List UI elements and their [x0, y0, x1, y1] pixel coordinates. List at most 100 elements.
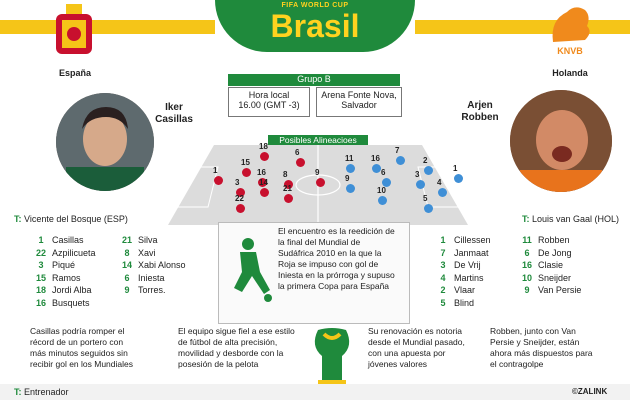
player-number: 9 [315, 168, 320, 177]
squad-name: Silva [138, 235, 158, 245]
squad-name: Van Persie [538, 285, 582, 295]
spain-player-marker [260, 188, 269, 197]
banner-subtitle: FIFA WORLD CUP [281, 2, 349, 9]
text-line: de fútbol de alta precisión, [178, 337, 278, 347]
spain-player-marker [284, 194, 293, 203]
knvb-badge: KNVB [557, 46, 583, 56]
banner-title: Brasil [270, 8, 360, 44]
squad-number: 18 [35, 285, 46, 295]
squad-row: 4 Martins [432, 272, 491, 285]
banner-stripe-left [0, 20, 215, 34]
casillas-first: Iker [165, 102, 183, 113]
holland-player-marker [416, 180, 425, 189]
coach-right: T: Louis van Gaal (HOL) [522, 214, 619, 224]
squad-number: 9 [124, 285, 130, 295]
player-number: 6 [295, 148, 300, 157]
text-line: la primera Copa para España [278, 281, 390, 291]
holland-player-marker [346, 164, 355, 173]
squad-name: Robben [538, 235, 570, 245]
player-number: 10 [377, 186, 386, 195]
robben-portrait-icon [510, 90, 612, 192]
player-number: 2 [423, 156, 428, 165]
squad-row: 6 De Jong [516, 247, 581, 260]
player-number: 16 [257, 168, 266, 177]
text-line: jóvenes valores [368, 359, 428, 369]
coach-left: T: Vicente del Bosque (ESP) [14, 214, 128, 224]
squad-number: 4 [440, 272, 446, 283]
player-number: 5 [423, 194, 428, 203]
team-left-name: España [58, 68, 91, 78]
coach-right-name: Louis van Gaal (HOL) [532, 214, 620, 224]
squad-number: 9 [524, 285, 530, 295]
squad-number: 3 [38, 260, 44, 270]
squad-number: 16 [35, 297, 46, 308]
text-line: Persie y Sneijder, están [490, 337, 580, 347]
squad-number: 21 [121, 235, 132, 245]
squad-name: Janmaat [454, 247, 489, 258]
squad-name: Jordi Alba [52, 285, 92, 295]
squad-number: 10 [521, 272, 532, 283]
squad-number: 6 [524, 247, 530, 258]
squad-name: Martins [454, 272, 484, 283]
venue-box: Arena Fonte Nova, Salvador [316, 87, 402, 117]
squad-name: De Jong [538, 247, 572, 258]
squad-name: Clasie [538, 260, 564, 270]
footer-legend: T: Entrenador [14, 387, 69, 397]
squad-row: 10 Sneijder [516, 272, 581, 285]
casillas-last: Casillas [155, 114, 193, 125]
player-number: 22 [235, 194, 244, 203]
squad-name: Blind [454, 297, 475, 308]
squad-name: Piqué [52, 260, 76, 270]
squad-name: Sneijder [538, 272, 572, 283]
spain-player-marker [258, 178, 267, 187]
world-cup-logo-icon [314, 328, 350, 388]
text-line: la final del Mundial de [278, 237, 361, 247]
spain-player-marker [284, 180, 293, 189]
holland-player-marker [372, 164, 381, 173]
footer-prefix: T: [14, 387, 22, 397]
venue-line1: Arena Fonte Nova, [321, 90, 397, 100]
player-number: 6 [381, 168, 386, 177]
player-number: 11 [345, 154, 354, 163]
squad-number: 7 [440, 247, 446, 258]
holland-player-marker [346, 184, 355, 193]
squad-name: Casillas [52, 235, 84, 245]
squad-name: Azpilicueta [52, 247, 96, 258]
spain-crest-icon [56, 4, 92, 54]
text-line: más minutos seguidos sin [30, 348, 128, 358]
holland-player-marker [396, 156, 405, 165]
player-number: 15 [241, 158, 250, 167]
group-title: Grupo B [228, 74, 400, 86]
squad-row: 18 Jordi Alba [30, 284, 96, 297]
squad-number: 8 [124, 247, 130, 258]
squad-number: 3 [440, 260, 446, 270]
robben-photo [510, 90, 612, 192]
player-number: 16 [371, 154, 380, 163]
text-line: El equipo sigue fiel a ese estilo [178, 326, 295, 336]
squad-number: 1 [440, 235, 446, 245]
text-line: el contragolpe [490, 359, 544, 369]
squad-row: 7 Janmaat [432, 247, 491, 260]
text-line: posesión de la pelota [178, 359, 259, 369]
squad-number: 14 [121, 260, 132, 270]
text-line: Roja se impuso con gol de [278, 259, 379, 269]
player-number: 21 [283, 184, 292, 193]
venue-line2: Salvador [341, 100, 377, 110]
squad-name: Busquets [52, 297, 90, 308]
credit: ©ZALINK [572, 387, 608, 396]
text-line: Robben, junto con Van [490, 326, 576, 336]
text-line: Sudáfrica 2010 en la que la [278, 248, 382, 258]
coach-left-prefix: T: [14, 214, 22, 224]
text-line: con una apuesta por [368, 348, 446, 358]
coach-left-name: Vicente del Bosque (ESP) [24, 214, 128, 224]
robben-last: Robben [461, 112, 499, 123]
title-banner: FIFA WORLD CUP Brasil [215, 0, 415, 52]
